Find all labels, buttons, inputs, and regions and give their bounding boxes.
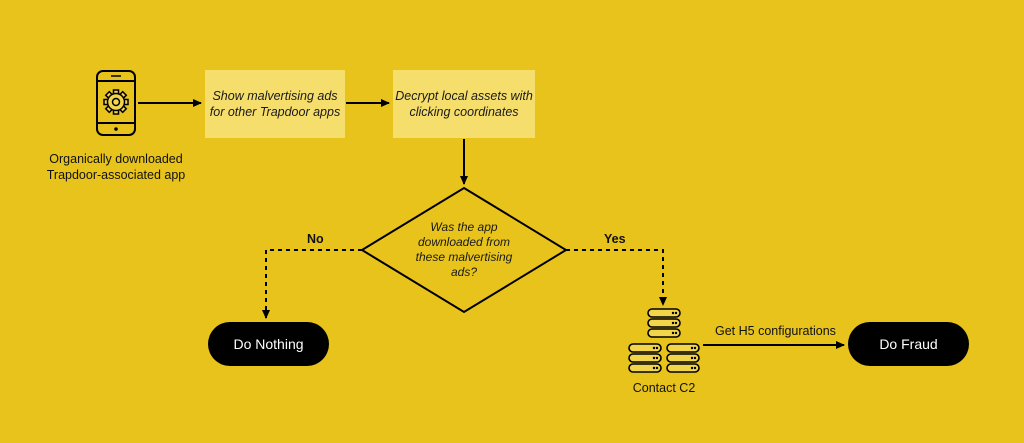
decision-text-box: Was the app downloaded from these malver… xyxy=(404,220,524,279)
app-label: Organically downloaded Trapdoor-associat… xyxy=(36,151,196,183)
process-box-decrypt-assets-text: Decrypt local assets with clicking coord… xyxy=(395,89,533,119)
terminal-do-nothing: Do Nothing xyxy=(208,322,329,366)
dashed-arrow-no xyxy=(262,249,362,319)
decision-text: Was the app downloaded from these malver… xyxy=(415,220,513,279)
process-box-decrypt-assets: Decrypt local assets with clicking coord… xyxy=(393,70,535,138)
contact-c2-label: Contact C2 xyxy=(632,381,696,395)
decision-diamond xyxy=(360,186,568,314)
app-label-line1: Organically downloaded xyxy=(49,152,183,166)
process-box-show-ads-text: Show malvertising ads for other Trapdoor… xyxy=(209,89,341,119)
edge-label-get-h5: Get H5 configurations xyxy=(715,324,836,338)
process-box-show-ads: Show malvertising ads for other Trapdoor… xyxy=(205,70,345,138)
server-stack-icon xyxy=(628,308,700,373)
terminal-do-fraud-text: Do Fraud xyxy=(879,336,938,352)
terminal-do-nothing-text: Do Nothing xyxy=(233,336,304,352)
smartphone-gear-icon xyxy=(96,70,136,136)
edge-label-no: No xyxy=(307,232,324,246)
terminal-do-fraud: Do Fraud xyxy=(848,322,969,366)
app-label-line2: Trapdoor-associated app xyxy=(46,168,186,182)
edge-label-yes: Yes xyxy=(604,232,626,246)
dashed-arrow-yes xyxy=(566,249,667,306)
